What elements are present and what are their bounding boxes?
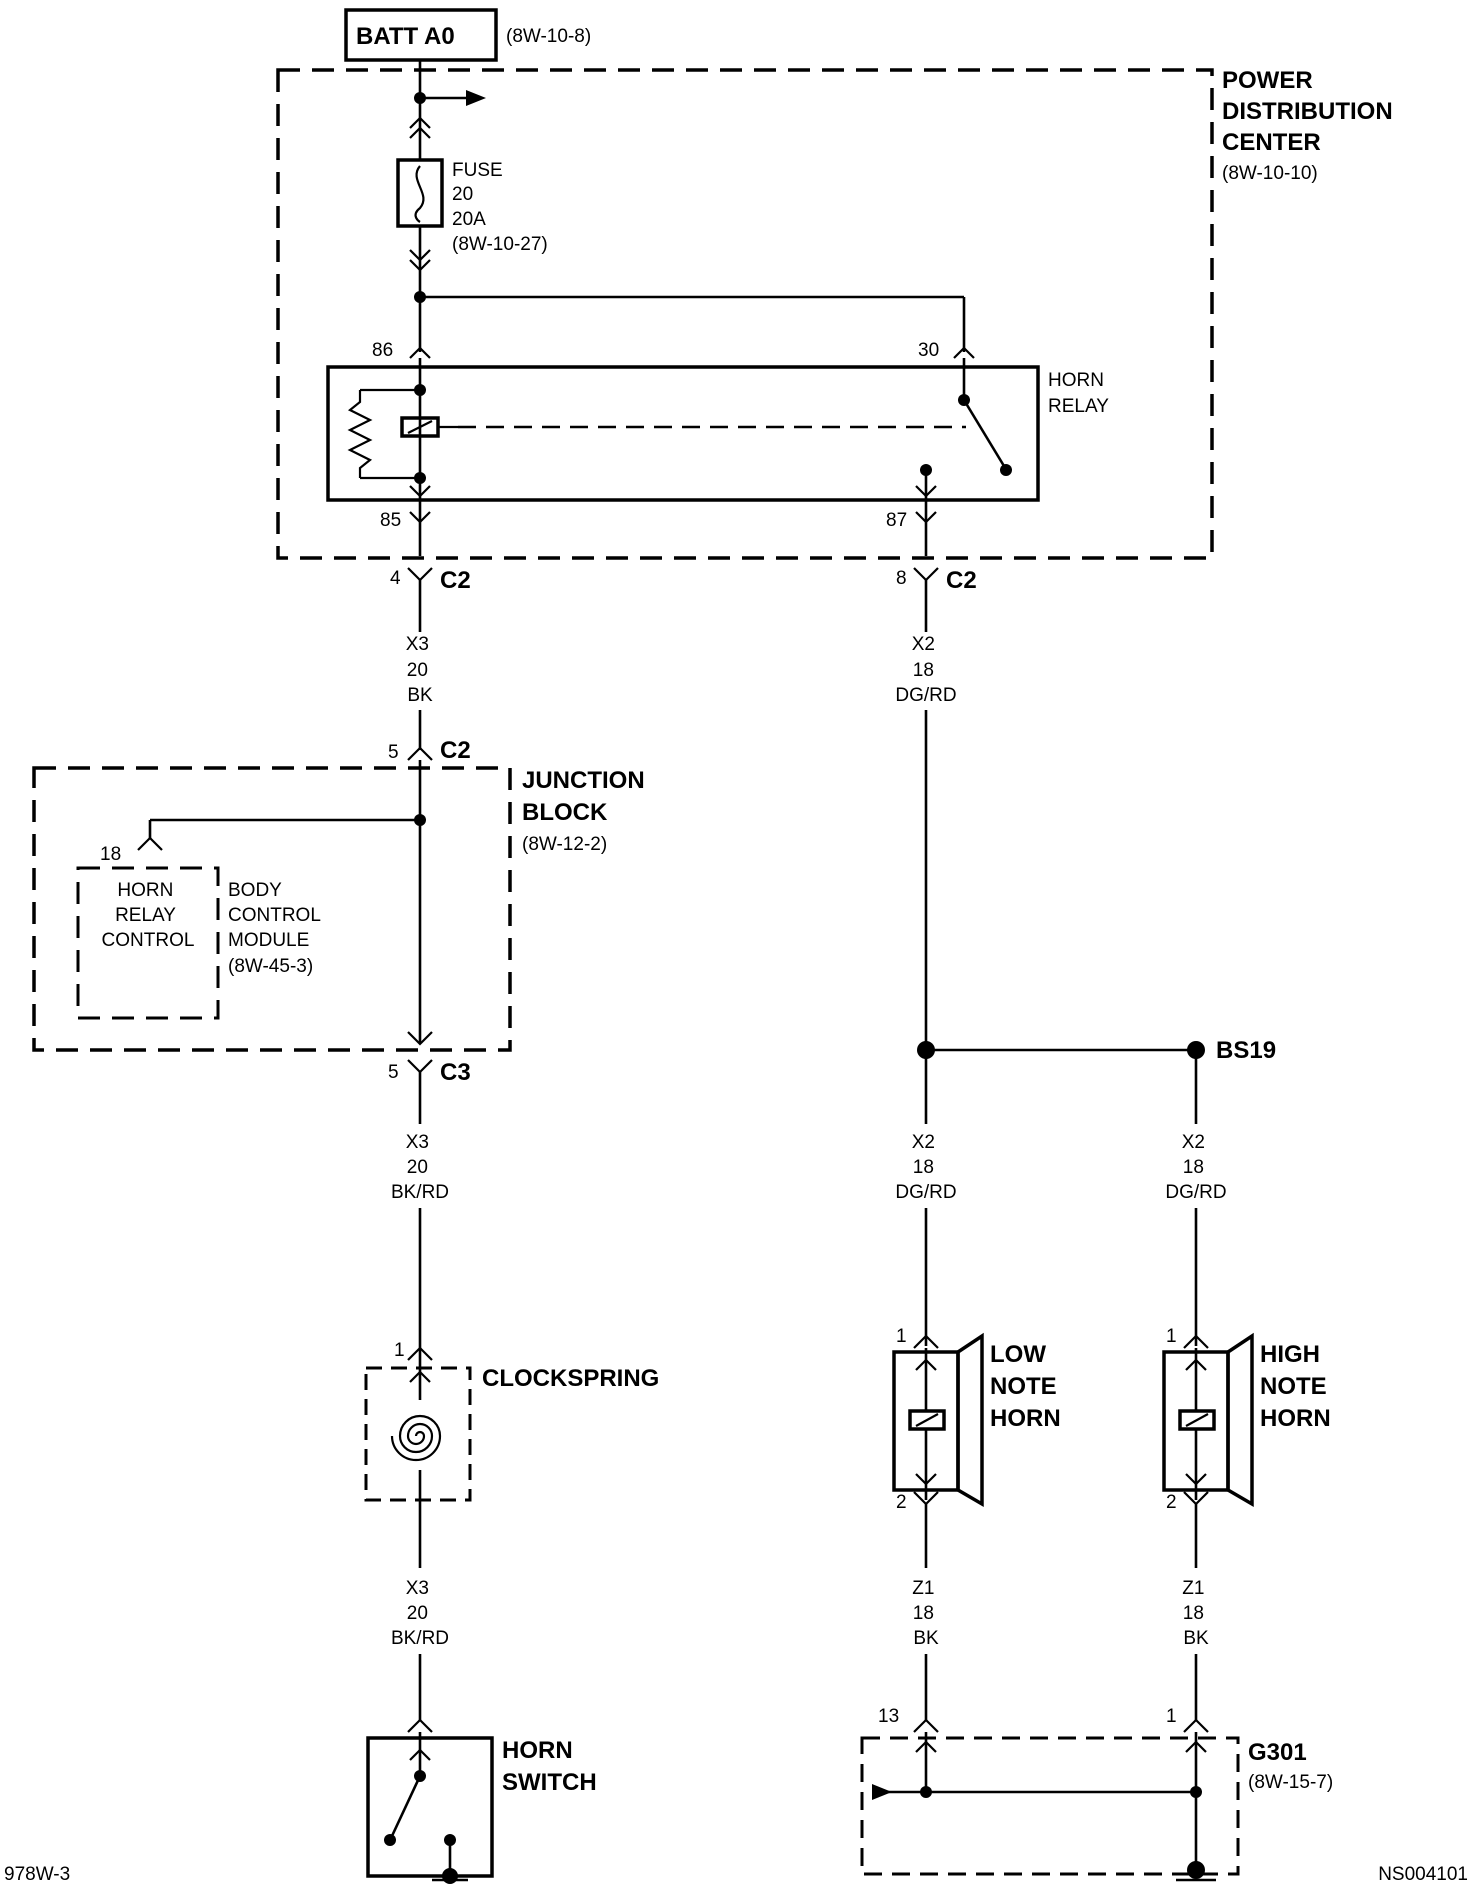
splice-name: BS19 <box>1216 1037 1276 1064</box>
wire-x3-bkrd-1-label: X3 20 BK/RD <box>391 1132 449 1203</box>
ground-g301: 13 1 G301 (8W-15-7) <box>860 1706 1333 1882</box>
pdc-boundary <box>276 68 1214 560</box>
ground-pin-13: 13 <box>878 1706 899 1727</box>
jb-title: JUNCTION BLOCK <box>522 767 651 826</box>
footer-right-code: NS004101 <box>1378 1864 1468 1885</box>
junction-block: 5 C2 JUNCTION BLOCK (8W-12-2) 18 HORN RE… <box>32 737 651 1086</box>
jb-top-pin: 5 <box>388 742 399 763</box>
batt-ref: (8W-10-8) <box>506 26 591 47</box>
relay-pin-85: 85 <box>380 510 401 531</box>
pdc-title: POWER DISTRIBUTION CENTER <box>1222 67 1399 156</box>
low-horn-pin-1: 1 <box>896 1326 907 1347</box>
high-horn-pin-1: 1 <box>1166 1326 1177 1347</box>
high-horn-bell-icon <box>1226 1332 1254 1508</box>
c2-left-name: C2 <box>440 567 471 594</box>
jb-boundary <box>32 766 512 1052</box>
connector-c2-left: 4 C2 <box>390 567 471 594</box>
horn-switch-label: HORN SWITCH <box>502 1737 597 1796</box>
batt-a0-source: BATT A0 (8W-10-8) <box>344 8 591 62</box>
batt-label: BATT A0 <box>356 23 455 50</box>
high-horn-label: HIGH NOTE HORN <box>1260 1341 1333 1432</box>
splice-bs19: BS19 <box>917 1037 1276 1064</box>
fuse-label: FUSE 20 20A (8W-10-27) <box>452 160 548 255</box>
jb-top-conn: C2 <box>440 737 471 764</box>
wire-z1-high-label: Z1 18 BK <box>1182 1578 1209 1649</box>
jb-bottom-pin: 5 <box>388 1062 399 1083</box>
clockspring: 1 CLOCKSPRING <box>364 1340 659 1502</box>
relay-pin-87: 87 <box>886 510 907 531</box>
relay-switch-contact <box>962 399 1006 467</box>
horn-switch-body <box>366 1736 494 1878</box>
relay-pin-30: 30 <box>918 340 939 361</box>
ground-pin-1: 1 <box>1166 1706 1177 1727</box>
high-horn-pin-2: 2 <box>1166 1492 1177 1513</box>
resistor-icon <box>347 390 373 478</box>
clockspring-coil-icon <box>390 1414 442 1462</box>
fuse-20: FUSE 20 20A (8W-10-27) <box>396 158 548 255</box>
connector-c2-right: 8 C2 <box>896 567 977 594</box>
wire-x2-high-label: X2 18 DG/RD <box>1165 1132 1226 1203</box>
bcm-boundary <box>76 866 220 1020</box>
fuse-icon <box>414 165 425 223</box>
wire-x2-low-label: X2 18 DG/RD <box>895 1132 956 1203</box>
clockspring-pin: 1 <box>394 1340 405 1361</box>
jb-ref: (8W-12-2) <box>522 834 607 855</box>
horn-switch: HORN SWITCH <box>366 1718 597 1884</box>
low-horn-bell-icon <box>956 1332 984 1508</box>
jb-bottom-conn: C3 <box>440 1059 471 1086</box>
ground-ref: (8W-15-7) <box>1248 1772 1333 1793</box>
ground-boundary <box>860 1736 1240 1876</box>
relay-label: HORN RELAY <box>1048 370 1109 417</box>
ground-name: G301 <box>1248 1739 1307 1766</box>
footer-left-code: 978W-3 <box>4 1864 70 1885</box>
power-distribution-center: POWER DISTRIBUTION CENTER (8W-10-10) <box>276 67 1399 560</box>
bcm-inner-label: HORN RELAY CONTROL <box>102 880 195 951</box>
relay-body <box>326 365 1040 502</box>
wire-x3-bkrd-2-label: X3 20 BK/RD <box>391 1578 449 1649</box>
c2-right-pin: 8 <box>896 568 907 589</box>
ground-arrow-icon <box>872 1784 892 1800</box>
bcm-pin-18: 18 <box>100 844 121 865</box>
horn-switch-contact <box>390 1775 422 1837</box>
low-horn-pin-2: 2 <box>896 1492 907 1513</box>
c2-right-name: C2 <box>946 567 977 594</box>
continuation-arrow-icon <box>466 90 486 106</box>
low-note-horn: 1 2 LOW NOTE HORN <box>892 1326 1063 1513</box>
horn-relay: 86 30 HORN RELAY 85 87 <box>326 340 1109 531</box>
clockspring-boundary <box>364 1366 472 1502</box>
wire-x2-top-label: X2 18 DG/RD <box>895 634 956 706</box>
wire-z1-low-label: Z1 18 BK <box>912 1578 939 1649</box>
pdc-ref: (8W-10-10) <box>1222 163 1318 184</box>
relay-pin-86: 86 <box>372 340 393 361</box>
low-horn-label: LOW NOTE HORN <box>990 1341 1063 1432</box>
wire-x3-bk-label: X3 20 BK <box>406 634 435 706</box>
high-note-horn: 1 2 HIGH NOTE HORN <box>1162 1326 1333 1513</box>
clockspring-label: CLOCKSPRING <box>482 1365 659 1392</box>
bcm-label: BODY CONTROL MODULE (8W-45-3) <box>228 880 325 977</box>
c2-left-pin: 4 <box>390 568 401 589</box>
